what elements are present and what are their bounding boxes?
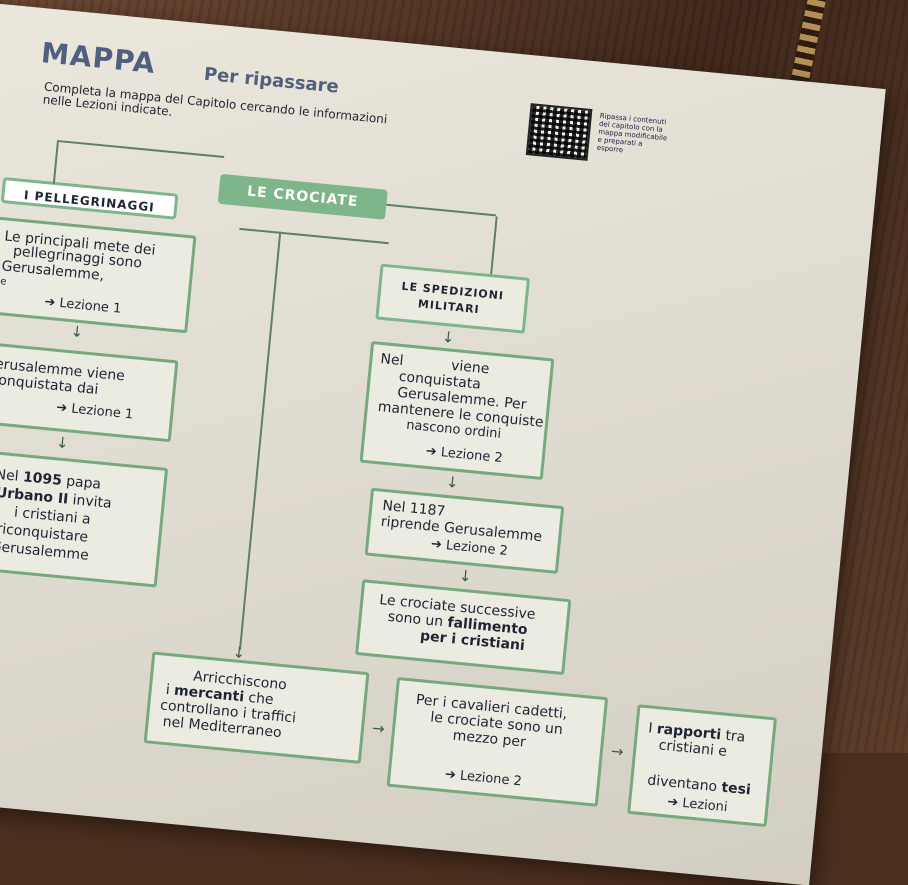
center-title: LE CROCIATE xyxy=(217,173,388,220)
connector-line xyxy=(386,203,496,217)
crusade-call-box: Nel 1095 papa Urbano II invita i cristia… xyxy=(0,447,169,588)
lesson-ref: ➔ Lezioni xyxy=(666,794,729,816)
connector-line xyxy=(239,227,389,245)
qr-code-icon[interactable] xyxy=(525,103,593,161)
relations-box: I rapporti tra cristiani e diventano tes… xyxy=(627,704,777,828)
lesson-ref-label: Lezione 1 xyxy=(70,401,134,423)
right-header: LE SPEDIZIONI MILITARI xyxy=(375,263,530,334)
box-text: e xyxy=(0,276,7,288)
lesson-ref: ➔ Lezione 2 xyxy=(425,443,504,467)
down-arrow-icon: ↓ xyxy=(69,322,85,342)
page-subtitle: Per ripassare xyxy=(203,63,340,98)
merchants-box: Arricchiscono i mercanti che controllano… xyxy=(143,651,370,764)
page-title: MAPPA xyxy=(39,36,158,80)
box-text: Nel xyxy=(0,466,20,485)
connector-line xyxy=(56,139,225,159)
right-arrow-icon: → xyxy=(610,741,625,762)
qr-note: Ripassa i contenuti del capitolo con la … xyxy=(596,112,669,158)
lesson-ref-label: Lezione 2 xyxy=(440,445,504,467)
connector-line xyxy=(490,216,498,275)
box-text-bold: tesi xyxy=(720,779,752,799)
left-header: I PELLEGRINAGGI xyxy=(0,176,179,220)
down-arrow-icon: ↓ xyxy=(458,566,473,586)
pilgrimage-box: Le principali mete dei pellegrinaggi son… xyxy=(0,216,197,334)
down-arrow-icon: ↓ xyxy=(441,327,456,347)
connector-line xyxy=(239,231,282,650)
lesson-ref: ➔ Lezione 1 xyxy=(43,294,122,317)
saladin-box: Nel 1187 riprende Gerusalemme ➔ Lezione … xyxy=(364,487,565,574)
box-text: i xyxy=(165,681,171,699)
lesson-ref: ➔ Lezione 2 xyxy=(444,767,523,790)
conquest-box: Gerusalemme viene conquistata dai ➔ Lezi… xyxy=(0,340,179,443)
box-text-bold: 1095 xyxy=(22,469,63,489)
lesson-ref-label: Lezione 1 xyxy=(58,295,122,317)
box-text: invita xyxy=(71,492,113,512)
book-page: MAPPA Per ripassare Completa la mappa de… xyxy=(0,0,886,885)
box-text: papa xyxy=(65,473,102,493)
lesson-ref: ➔ Lezione 1 xyxy=(55,400,134,423)
box-text: diventano xyxy=(646,772,718,796)
down-arrow-icon: ↓ xyxy=(445,472,460,492)
right-arrow-icon: → xyxy=(371,718,386,739)
connector-line xyxy=(52,141,59,184)
box-text: tra xyxy=(724,727,746,746)
lesson-ref-label: Lezioni xyxy=(681,795,729,816)
lesson-ref-label: Lezione 2 xyxy=(445,538,509,560)
failure-box: Le crociate successive sono un falliment… xyxy=(355,579,572,676)
knights-box: Per i cavalieri cadetti, le crociate son… xyxy=(386,677,609,807)
box-text: Nel xyxy=(379,350,405,370)
down-arrow-icon: ↓ xyxy=(55,433,70,453)
box-text: I xyxy=(647,720,654,737)
lesson-ref-label: Lezione 2 xyxy=(459,768,523,790)
